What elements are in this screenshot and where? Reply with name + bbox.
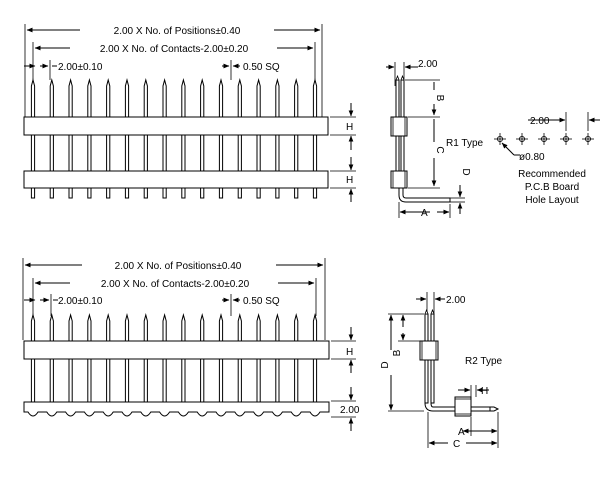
- pcb-hole-layout: 2.00 ø0.80 Recommended P.C.B Board Hole …: [494, 112, 600, 206]
- dim-positions-label-2: 2.00 X No. of Positions±0.40: [115, 261, 242, 272]
- lower-housing: [23, 170, 329, 189]
- h-lower-label: H: [346, 175, 353, 186]
- upper-housing: [23, 116, 329, 136]
- base-strip: [23, 401, 330, 417]
- housing-r2: [23, 340, 330, 360]
- pcb-pitch-label: 2.00: [530, 116, 550, 127]
- r1-front-view: 2.00 X No. of Positions±0.40 2.00 X No. …: [23, 24, 356, 202]
- dim-contacts-label: 2.00 X No. of Contacts-2.00±0.20: [100, 44, 249, 55]
- r1-type-label: R1 Type: [446, 138, 483, 149]
- h-upper-label: H: [346, 122, 353, 133]
- dim-sq-label: 0.50 SQ: [243, 62, 280, 73]
- r2-type-label: R2 Type: [465, 356, 502, 367]
- side-pitch-label: 2.00: [418, 59, 438, 70]
- h-label-2: H: [346, 347, 353, 358]
- side-d-label-2: D: [380, 361, 391, 368]
- side-c-label-2: C: [453, 439, 460, 450]
- r2-front-view: 2.00 X No. of Positions±0.40 2.00 X No. …: [22, 258, 360, 431]
- row-gap-label: 2.00: [340, 405, 360, 416]
- side-a-label-2: A: [458, 427, 465, 438]
- side-a-label: A: [421, 208, 428, 219]
- pcb-caption-2: P.C.B Board: [525, 182, 579, 193]
- side-d-label: D: [460, 168, 471, 175]
- pcb-dia-label: ø0.80: [519, 152, 545, 163]
- dim-pitch-label-2: 2.00±0.10: [58, 296, 103, 307]
- side-c-label: C: [434, 146, 445, 153]
- r1-side-view: 2.00 B C D A R1 T: [386, 59, 483, 219]
- dim-sq-label-2: 0.50 SQ: [243, 296, 280, 307]
- dim-positions-label: 2.00 X No. of Positions±0.40: [114, 26, 241, 37]
- side-pitch-label-2: 2.00: [446, 295, 466, 306]
- r2-side-view: 2.00 B D H A: [380, 292, 502, 450]
- pcb-holes: [494, 133, 594, 145]
- dim-contacts-label-2: 2.00 X No. of Contacts-2.00±0.20: [101, 279, 250, 290]
- pcb-caption-3: Hole Layout: [525, 195, 579, 206]
- side-h-label-2: H: [481, 386, 488, 397]
- pin-row: [30, 78, 318, 199]
- pcb-caption-1: Recommended: [518, 169, 586, 180]
- dim-pitch-label: 2.00±0.10: [58, 62, 103, 73]
- side-b-label: B: [434, 95, 445, 102]
- side-b-label-2: B: [392, 349, 403, 356]
